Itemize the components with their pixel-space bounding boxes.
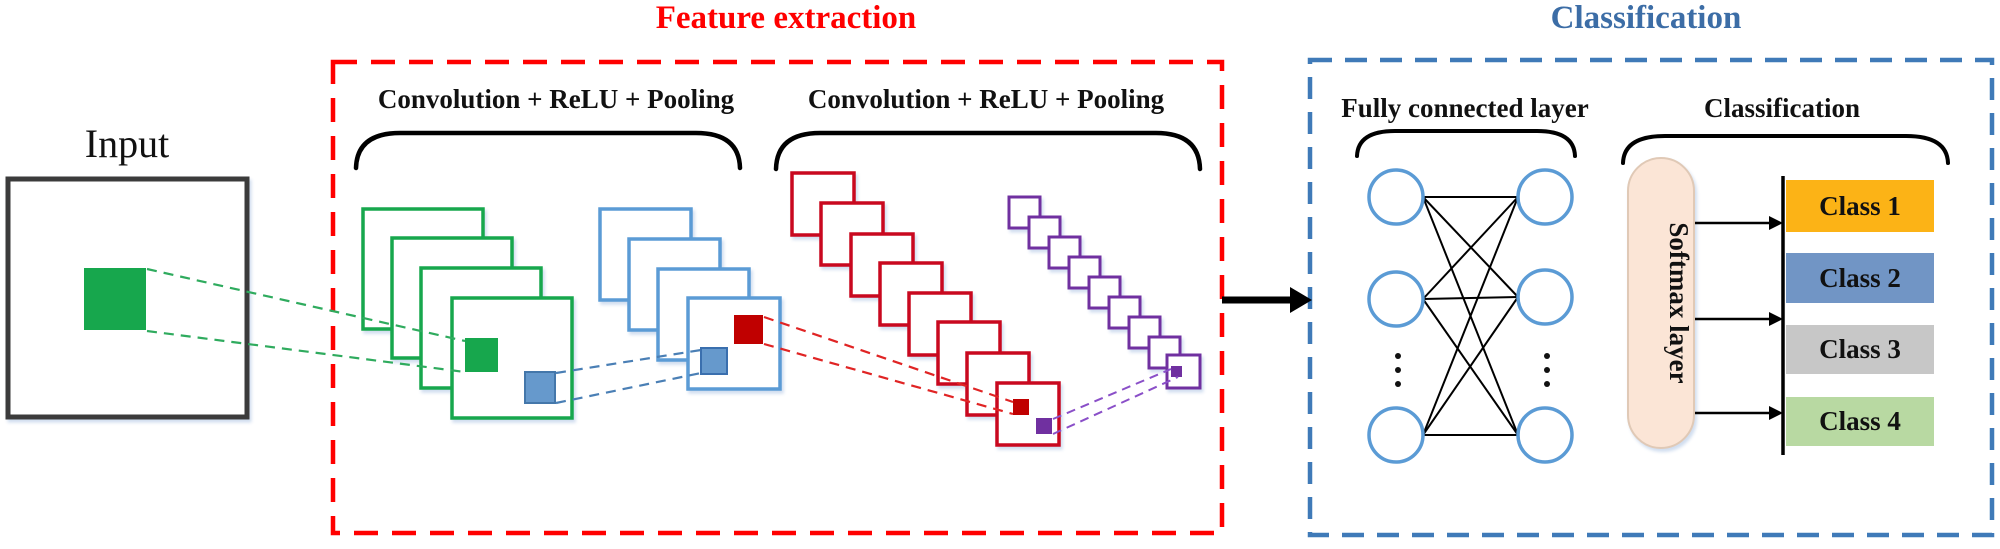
softmax-arrows bbox=[1695, 216, 1783, 420]
class-bar bbox=[1786, 397, 1934, 446]
conv2-stage-label: Convolution + ReLU + Pooling bbox=[808, 84, 1165, 114]
fc-stage-label: Fully connected layer bbox=[1341, 93, 1588, 123]
class-bar-label: Class 2 bbox=[1819, 263, 1901, 293]
conv2-brace bbox=[773, 130, 1203, 172]
fc-node bbox=[1516, 268, 1574, 326]
class-bar-label: Class 4 bbox=[1819, 406, 1901, 436]
input-label: Input bbox=[85, 121, 169, 166]
pool2-feature-map bbox=[1127, 315, 1162, 350]
classification-box bbox=[1307, 57, 1995, 538]
pool2-feature-map bbox=[1047, 235, 1082, 270]
fc-ellipsis-dots bbox=[1395, 353, 1550, 387]
flow-arrow bbox=[1222, 287, 1312, 313]
conv2-to-pool2-dashes bbox=[1052, 368, 1179, 435]
pool1-to-conv2-dashes bbox=[763, 315, 1014, 416]
fc-node bbox=[1516, 168, 1574, 226]
classification-title: Classification bbox=[1551, 0, 1742, 36]
class-bar-group: Class 1 Class 2 Class 3 Class 4 bbox=[1786, 180, 1934, 446]
fc-node bbox=[1367, 270, 1425, 328]
input-receptive-field-square bbox=[84, 268, 146, 330]
conv1-to-pool1-dashes bbox=[555, 348, 702, 405]
class-bar bbox=[1786, 253, 1934, 303]
conv1-blue-pooling-window-square bbox=[524, 371, 556, 404]
fc-brace bbox=[1355, 129, 1577, 158]
fc-node bbox=[1367, 406, 1425, 464]
class-bar-label: Class 3 bbox=[1819, 334, 1901, 364]
pool1-red-conv-window-square bbox=[734, 315, 763, 344]
pool2-feature-map bbox=[1165, 353, 1202, 390]
fc-node bbox=[1516, 406, 1574, 464]
conv2-red-activation-square bbox=[1013, 399, 1029, 415]
softmax-label: Softmax layer bbox=[1664, 222, 1694, 383]
class-bar-label: Class 1 bbox=[1819, 191, 1901, 221]
conv1-brace bbox=[353, 130, 743, 171]
class-bar bbox=[1786, 180, 1934, 232]
input-to-conv1-dashes bbox=[146, 267, 466, 374]
feature-extraction-title: Feature extraction bbox=[656, 0, 917, 36]
class-bar bbox=[1786, 325, 1934, 374]
fc-node bbox=[1367, 168, 1425, 226]
conv1-stage-label: Convolution + ReLU + Pooling bbox=[378, 84, 735, 114]
conv2-purple-pooling-window-square bbox=[1036, 418, 1052, 434]
pool2-purple-pooled-square bbox=[1171, 366, 1182, 377]
classification-stage-label: Classification bbox=[1704, 93, 1860, 123]
conv1-green-activation-square bbox=[465, 338, 498, 372]
softmax-pill bbox=[1627, 157, 1695, 449]
fc-edges bbox=[1422, 196, 1519, 436]
classification-brace bbox=[1621, 134, 1950, 165]
pool1-blue-pooled-square bbox=[700, 347, 728, 375]
